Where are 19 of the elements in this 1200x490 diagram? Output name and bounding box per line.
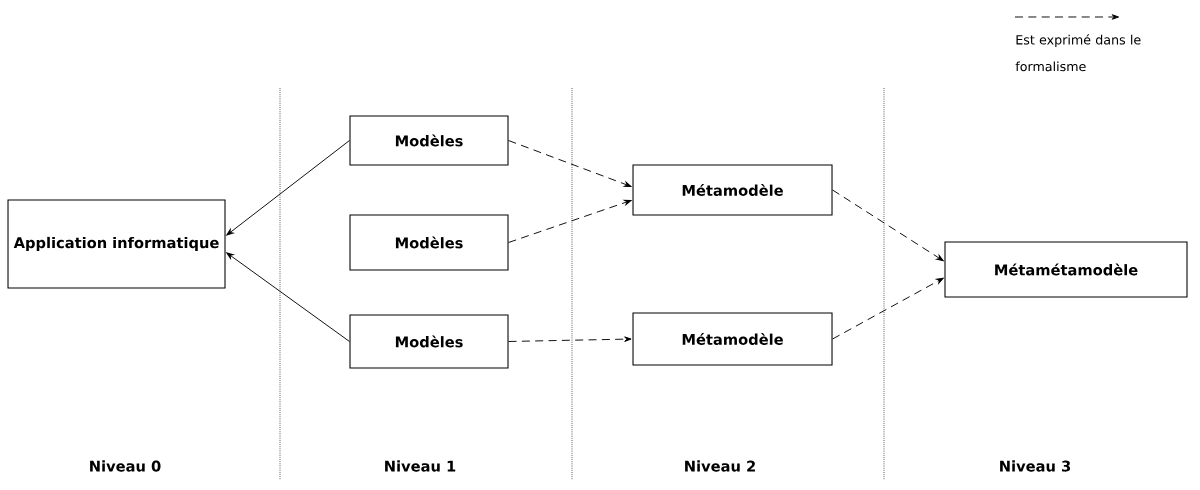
process-box: Métamodèle	[632, 312, 833, 366]
arrow	[508, 199, 632, 243]
arrow	[832, 189, 944, 262]
level-label: Niveau 2	[685, 460, 755, 472]
process-box: Métamodèle	[632, 164, 833, 216]
process-box: Métamétamodèle	[944, 241, 1188, 298]
arrow	[508, 336, 632, 342]
arrow	[832, 277, 944, 340]
arrow	[226, 140, 350, 236]
arrow	[226, 252, 350, 342]
process-box: Modèles	[349, 314, 509, 369]
arrow	[508, 140, 632, 187]
process-box: Modèles	[349, 214, 509, 271]
level-label: Niveau 1	[385, 460, 456, 472]
level-label: Niveau 3	[1000, 460, 1071, 472]
level-label: Niveau 0	[90, 460, 161, 472]
process-box: Modèles	[349, 115, 509, 166]
process-box: Application informatique	[7, 199, 226, 289]
legend-text: Est exprimé dans le formalisme	[1015, 34, 1141, 72]
